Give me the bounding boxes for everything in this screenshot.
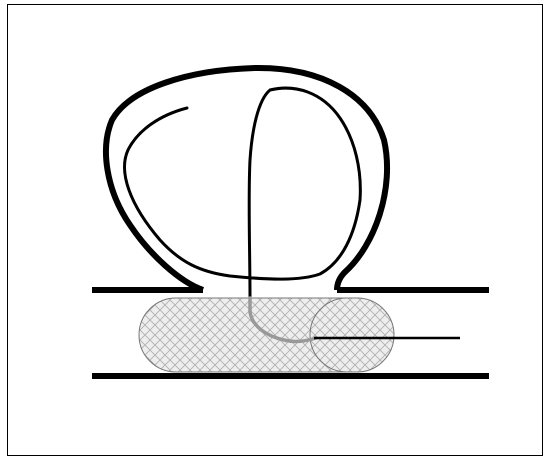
aneurysm-sac-outline: [103, 64, 390, 293]
catheter-gray-segment: [248, 296, 318, 344]
stent-mesh-segment: [309, 297, 395, 373]
figure-frame: [7, 4, 543, 456]
coil-loop: [123, 86, 362, 300]
